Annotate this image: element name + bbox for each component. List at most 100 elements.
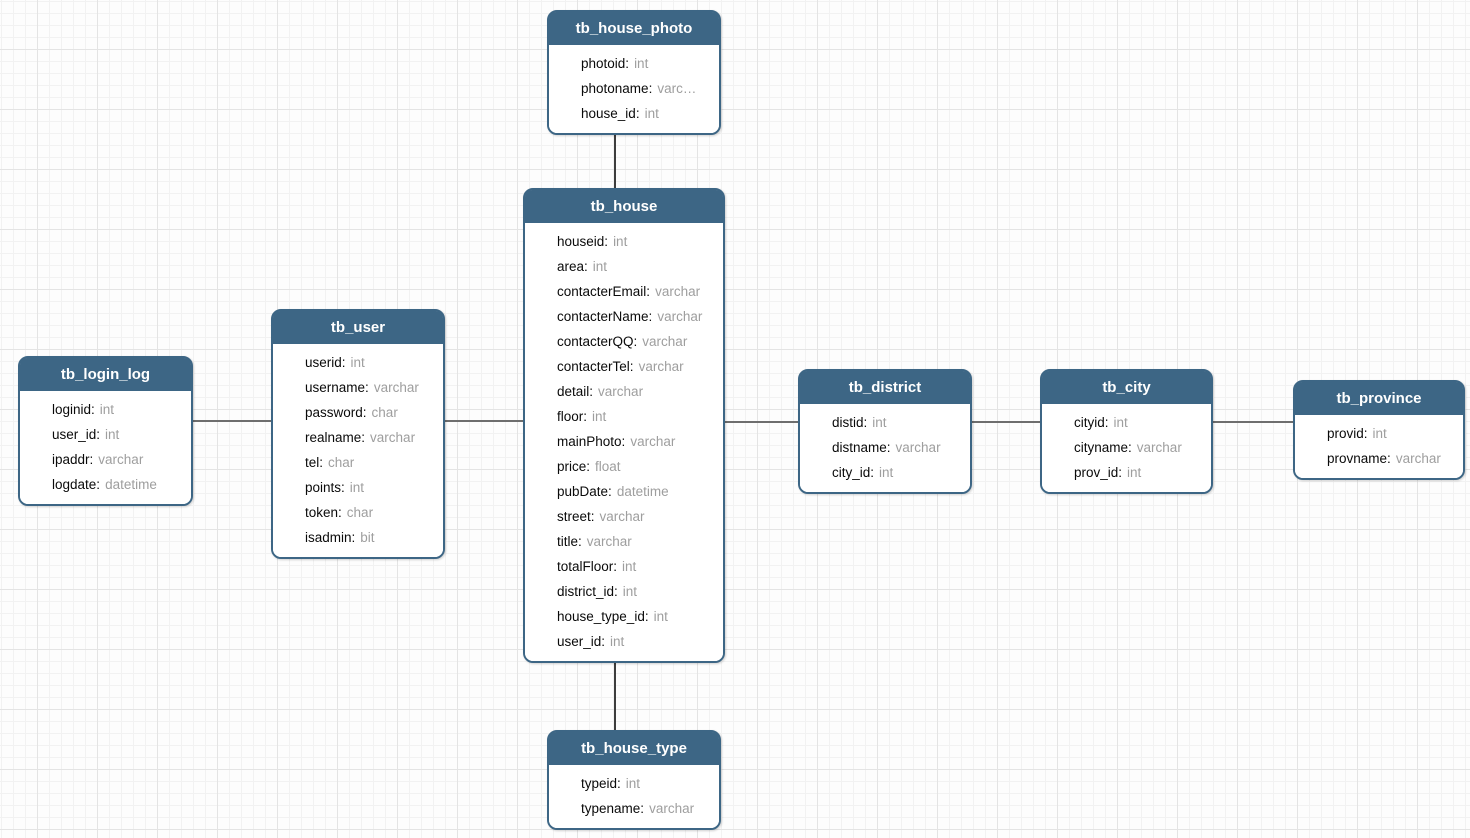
field-name: cityname	[1074, 440, 1132, 455]
field-type: float	[595, 459, 621, 474]
table-header[interactable]: tb_login_log	[20, 358, 191, 391]
field-row: house_type_idint	[525, 604, 723, 629]
field-type: int	[610, 634, 625, 649]
field-name: realname	[305, 430, 365, 445]
table-fields: houseidint areaint contacterEmailvarchar…	[525, 223, 723, 661]
table-header[interactable]: tb_house_type	[549, 732, 719, 765]
table-fields: providint provnamevarchar	[1295, 415, 1463, 478]
field-type: datetime	[616, 484, 669, 499]
table-tb_house[interactable]: tb_house houseidint areaint contacterEma…	[523, 188, 725, 663]
field-name: contacterQQ	[557, 334, 637, 349]
field-name: prov_id	[1074, 465, 1122, 480]
field-type: varchar	[895, 440, 941, 455]
connector-tb_district-tb_city[interactable]	[962, 421, 1046, 423]
field-row: distidint	[800, 410, 970, 435]
table-header[interactable]: tb_user	[273, 311, 443, 344]
table-title: tb_house_photo	[575, 20, 693, 37]
table-title: tb_user	[330, 319, 386, 336]
field-name: house_type_id	[557, 609, 649, 624]
field-name: contacterTel	[557, 359, 634, 374]
field-type: varchar	[599, 509, 645, 524]
table-tb_province[interactable]: tb_province providint provnamevarchar	[1293, 380, 1465, 480]
table-tb_district[interactable]: tb_district distidint distnamevarchar ci…	[798, 369, 972, 494]
field-type: int	[879, 465, 894, 480]
field-type: datetime	[105, 477, 157, 492]
field-row: street varchar	[525, 504, 723, 529]
field-row: user_id int	[525, 629, 723, 654]
field-name: area	[557, 259, 588, 274]
field-row: tokenchar	[273, 500, 443, 525]
field-row: isadminbit	[273, 525, 443, 550]
field-row: userid int	[273, 350, 443, 375]
field-row: titlevarchar	[525, 529, 723, 554]
field-row: contacterQQvarchar	[525, 329, 723, 354]
connector-tb_login_log-tb_user[interactable]	[183, 420, 277, 422]
field-type: bit	[360, 530, 375, 545]
field-row: pubDate datetime	[525, 479, 723, 504]
field-type: int	[622, 559, 637, 574]
field-name: username	[305, 380, 369, 395]
connector-tb_house-tb_district[interactable]	[715, 421, 804, 423]
connector-tb_house_photo-tb_house[interactable]	[614, 124, 616, 194]
field-row: house_idint	[549, 101, 719, 126]
field-row: telchar	[273, 450, 443, 475]
field-name: userid	[305, 355, 346, 370]
field-row: loginidint	[20, 397, 191, 422]
field-name: points	[305, 480, 345, 495]
field-name: houseid	[557, 234, 608, 249]
field-row: realname varchar	[273, 425, 443, 450]
field-type: int	[634, 56, 649, 71]
field-type: int	[872, 415, 887, 430]
field-type: varchar	[1395, 451, 1441, 466]
field-row: houseidint	[525, 229, 723, 254]
table-header[interactable]: tb_city	[1042, 371, 1211, 404]
table-header[interactable]: tb_district	[800, 371, 970, 404]
connector-tb_user-tb_house[interactable]	[435, 420, 529, 422]
connector-tb_city-tb_province[interactable]	[1203, 421, 1299, 423]
field-row: cityidint	[1042, 410, 1211, 435]
field-row: pricefloat	[525, 454, 723, 479]
field-name: user_id	[557, 634, 605, 649]
field-type: varchar	[370, 430, 416, 445]
field-name: tel	[305, 455, 323, 470]
table-header[interactable]: tb_house_photo	[549, 12, 719, 45]
field-name: street	[557, 509, 595, 524]
field-type: varchar	[630, 434, 676, 449]
field-row: distnamevarchar	[800, 435, 970, 460]
table-title: tb_province	[1336, 390, 1422, 407]
table-tb_city[interactable]: tb_city cityidint citynamevarchar prov_i…	[1040, 369, 1213, 494]
field-name: provname	[1327, 451, 1391, 466]
field-row: passwordchar	[273, 400, 443, 425]
table-tb_house_type[interactable]: tb_house_type typeidint typenamevarchar	[547, 730, 721, 830]
field-type: varchar	[638, 359, 684, 374]
field-name: title	[557, 534, 582, 549]
field-row: prov_idint	[1042, 460, 1211, 485]
table-fields: distidint distnamevarchar city_idint	[800, 404, 970, 492]
table-header[interactable]: tb_house	[525, 190, 723, 223]
field-type: char	[328, 455, 355, 470]
table-header[interactable]: tb_province	[1295, 382, 1463, 415]
field-name: pubDate	[557, 484, 612, 499]
field-type: varchar	[373, 380, 419, 395]
field-type: int	[105, 427, 120, 442]
table-title: tb_login_log	[60, 366, 151, 383]
field-name: cityid	[1074, 415, 1109, 430]
field-type: int	[99, 402, 115, 417]
field-row: detailvarchar	[525, 379, 723, 404]
field-type: int	[350, 355, 365, 370]
field-name: logdate	[52, 477, 100, 492]
field-name: totalFloor	[557, 559, 617, 574]
field-row: photoidint	[549, 51, 719, 76]
field-type: varchar	[649, 801, 695, 816]
field-name: user_id	[52, 427, 100, 442]
field-row: contacterEmailvarchar	[525, 279, 723, 304]
table-tb_user[interactable]: tb_user userid int username varchar passwo…	[271, 309, 445, 559]
table-tb_house_photo[interactable]: tb_house_photo photoidint photonamevarc……	[547, 10, 721, 135]
field-row: user_id int	[20, 422, 191, 447]
field-row: logdate datetime	[20, 472, 191, 497]
field-row: floorint	[525, 404, 723, 429]
table-title: tb_city	[1102, 379, 1151, 396]
table-tb_login_log[interactable]: tb_login_log loginidint user_idint ipadd…	[18, 356, 193, 506]
connector-tb_house-tb_house_type[interactable]	[614, 656, 616, 736]
